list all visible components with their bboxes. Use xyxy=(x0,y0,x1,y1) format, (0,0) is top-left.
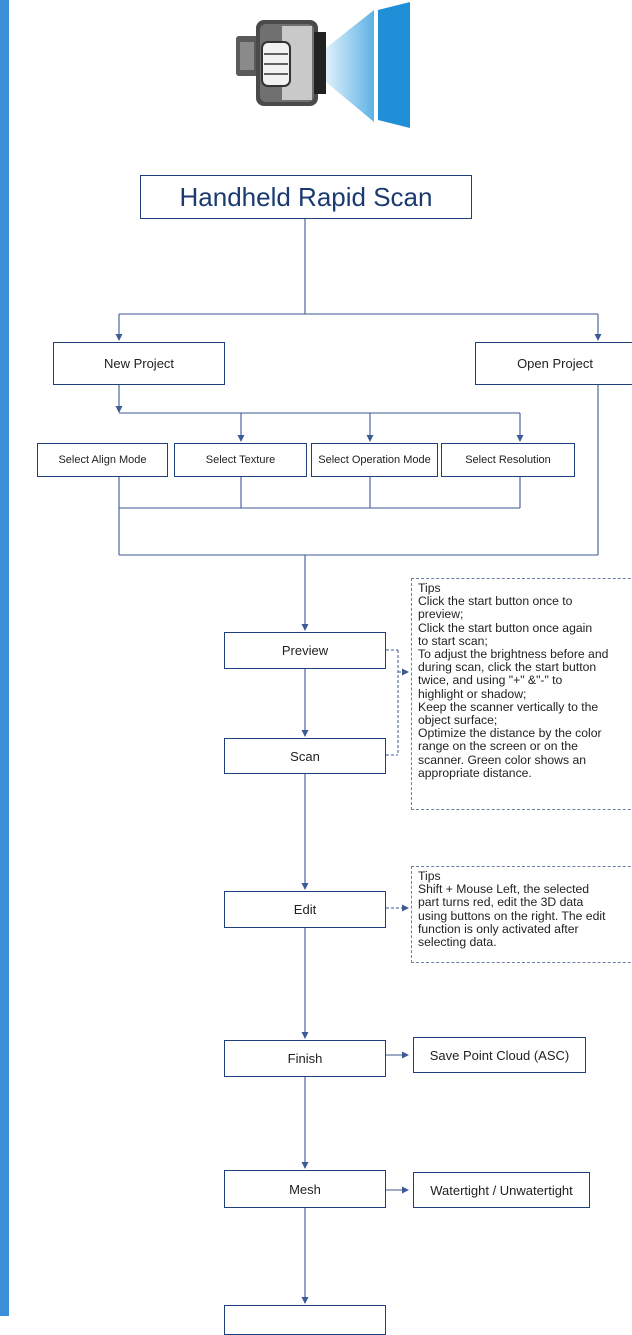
tip-line: selecting data. xyxy=(418,935,497,950)
tips-heading: Tips xyxy=(418,869,441,883)
tip-line: range on the screen or on the xyxy=(418,739,578,754)
tip-line: part turns red, edit the 3D data xyxy=(418,895,584,910)
title-box: Handheld Rapid Scan xyxy=(140,175,472,219)
tip-line: preview; xyxy=(418,607,464,622)
tip-line: scanner. Green color shows an xyxy=(418,752,587,767)
edit-tips-box: Tips Shift + Mouse Left, the selected pa… xyxy=(411,866,632,963)
select-operation-mode-node: Select Operation Mode xyxy=(311,443,438,477)
tip-line: Optimize the distance by the color xyxy=(418,726,602,741)
select-texture-node: Select Texture xyxy=(174,443,307,477)
tip-line: Click the start button once to xyxy=(418,594,573,609)
tip-line: appropriate distance. xyxy=(418,765,532,780)
next-step-node xyxy=(224,1305,386,1335)
edit-node: Edit xyxy=(224,891,386,928)
tips-heading: Tips xyxy=(418,581,441,595)
handheld-scanner-icon xyxy=(236,2,410,128)
mesh-node: Mesh xyxy=(224,1170,386,1208)
scan-tips-box: Tips Click the start button once to prev… xyxy=(411,578,632,810)
tip-line: Keep the scanner vertically to the xyxy=(418,699,599,714)
watertight-node: Watertight / Unwatertight xyxy=(413,1172,590,1208)
tip-line: using buttons on the right. The edit xyxy=(418,908,606,923)
finish-node: Finish xyxy=(224,1040,386,1077)
select-align-mode-node: Select Align Mode xyxy=(37,443,168,477)
tip-line: function is only activated after xyxy=(418,921,579,936)
left-accent-bar xyxy=(0,0,9,1316)
tip-line: to start scan; xyxy=(418,633,488,648)
tip-line: twice, and using "+" &"-" to xyxy=(418,673,563,688)
tip-line: during scan, click the start button xyxy=(418,660,597,675)
preview-node: Preview xyxy=(224,632,386,669)
tip-line: object surface; xyxy=(418,713,498,728)
tip-line: highlight or shadow; xyxy=(418,686,527,701)
new-project-node: New Project xyxy=(53,342,225,385)
scan-node: Scan xyxy=(224,738,386,774)
tip-line: To adjust the brightness before and xyxy=(418,647,609,662)
tip-line: Click the start button once again xyxy=(418,620,593,635)
select-resolution-node: Select Resolution xyxy=(441,443,575,477)
save-point-cloud-node: Save Point Cloud (ASC) xyxy=(413,1037,586,1073)
tip-line: Shift + Mouse Left, the selected xyxy=(418,882,590,897)
open-project-node: Open Project xyxy=(475,342,632,385)
